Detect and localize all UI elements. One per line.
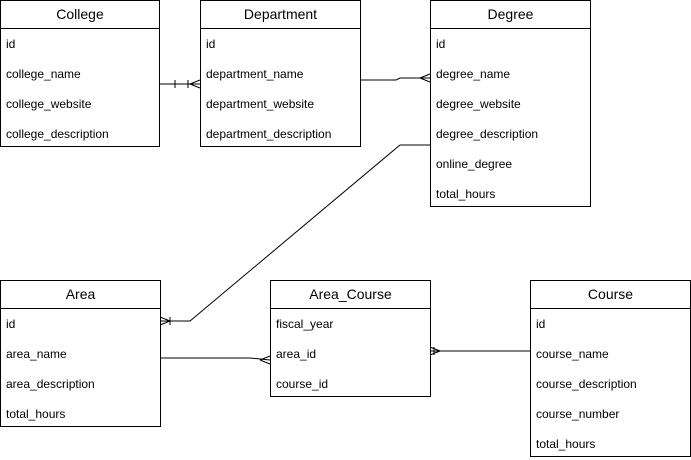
entity-area-course[interactable]: Area_Course fiscal_year area_id course_i… xyxy=(270,280,431,397)
attribute: course_id xyxy=(276,377,329,391)
link-area-areacourse xyxy=(160,355,271,365)
attribute: area_name xyxy=(6,347,67,361)
attribute: online_degree xyxy=(436,157,513,171)
entity-course[interactable]: Course id course_name course_description… xyxy=(530,280,691,457)
attribute: id xyxy=(436,37,446,51)
attribute: id xyxy=(6,317,16,331)
link-college-department xyxy=(158,79,201,89)
attribute: fiscal_year xyxy=(276,317,334,331)
attribute: course_number xyxy=(536,407,620,421)
attribute: course_description xyxy=(536,377,637,391)
attribute: college_website xyxy=(6,97,92,111)
link-course-areacourse xyxy=(429,346,530,356)
attribute: total_hours xyxy=(6,407,66,421)
entity-title: College xyxy=(1,1,159,29)
attribute: college_description xyxy=(6,127,109,141)
attribute: degree_website xyxy=(436,97,521,111)
attribute: department_name xyxy=(206,67,304,81)
entity-title: Degree xyxy=(431,1,590,29)
attribute: area_id xyxy=(276,347,317,361)
attribute: degree_name xyxy=(436,67,511,81)
entity-area[interactable]: Area id area_name area_description total… xyxy=(0,280,161,427)
attribute: area_description xyxy=(6,377,95,391)
attribute: department_description xyxy=(206,127,332,141)
attribute: total_hours xyxy=(436,187,496,201)
attribute: degree_description xyxy=(436,127,539,141)
attribute: department_website xyxy=(206,97,315,111)
entity-college[interactable]: College id college_name college_website … xyxy=(0,0,160,147)
attribute: id xyxy=(6,37,16,51)
attribute: id xyxy=(206,37,216,51)
attribute: id xyxy=(536,317,546,331)
attribute: course_name xyxy=(536,347,609,361)
entity-title: Area xyxy=(1,281,160,309)
entity-degree[interactable]: Degree id degree_name degree_website deg… xyxy=(430,0,591,207)
entity-title: Department xyxy=(201,1,360,29)
entity-title: Course xyxy=(531,281,690,309)
link-degree-area xyxy=(159,144,430,326)
attribute: total_hours xyxy=(536,437,596,451)
entity-department[interactable]: Department id department_name department… xyxy=(200,0,361,147)
entity-title: Area_Course xyxy=(271,281,430,309)
attribute: college_name xyxy=(6,67,81,81)
link-department-degree xyxy=(360,73,431,83)
